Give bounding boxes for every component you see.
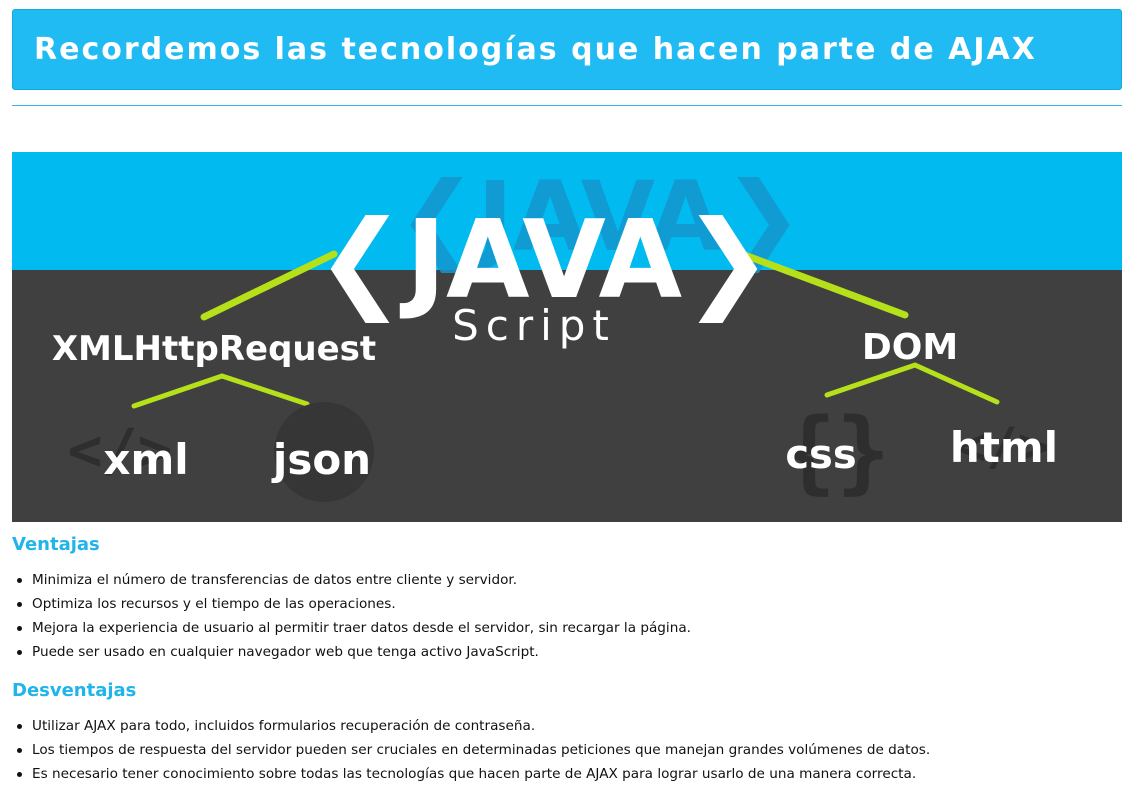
- javascript-logo-sub: Script: [452, 301, 616, 350]
- connector-lines: [200, 247, 909, 321]
- connector-xhr-children: [131, 373, 310, 409]
- node-css: css: [785, 432, 856, 478]
- title-divider: [12, 105, 1122, 106]
- node-xmlhttprequest: XMLHttpRequest: [52, 329, 376, 369]
- connector-leaf-lines: [131, 362, 1000, 409]
- json-glyph: [274, 402, 374, 502]
- xml-tag-glyph: </>: [68, 416, 173, 484]
- connector-java-dom: [730, 247, 909, 319]
- list-item: Optimiza los recursos y el tiempo de las…: [17, 595, 1122, 619]
- node-dom: DOM: [862, 327, 958, 368]
- hero-top-band: [12, 152, 1122, 270]
- list-item: Mejora la experiencia de usuario al perm…: [17, 619, 1122, 643]
- node-xml: xml: [103, 435, 188, 484]
- javascript-logo: ❮JAVA❯: [315, 198, 772, 323]
- connector-java-xhr: [200, 250, 338, 321]
- ajax-technologies-image: ❮JAVA❯ ❮JAVA❯ Script </> {} </> XMLHttpR…: [12, 152, 1122, 522]
- advantages-list: Minimiza el número de transferencias de …: [17, 571, 1122, 667]
- connector-dom-children: [824, 362, 1000, 405]
- list-item: Puede ser usado en cualquier navegador w…: [17, 643, 1122, 667]
- css-brace-glyph: {}: [782, 399, 890, 504]
- node-html: html: [950, 423, 1058, 472]
- disadvantages-heading: Desventajas: [12, 680, 137, 701]
- disadvantages-list: Utilizar AJAX para todo, incluidos formu…: [17, 717, 1122, 789]
- list-item: Los tiempos de respuesta del servidor pu…: [17, 741, 1122, 765]
- list-item: Minimiza el número de transferencias de …: [17, 571, 1122, 595]
- hero-bottom-band: [12, 270, 1122, 522]
- html-tag-glyph: </>: [955, 417, 1049, 477]
- list-item: Es necesario tener conocimiento sobre to…: [17, 765, 1122, 789]
- title-banner: Recordemos las tecnologías que hacen par…: [12, 9, 1122, 90]
- list-item: Utilizar AJAX para todo, incluidos formu…: [17, 717, 1122, 741]
- advantages-heading: Ventajas: [12, 534, 100, 555]
- page-title: Recordemos las tecnologías que hacen par…: [34, 32, 1037, 67]
- node-json: json: [271, 435, 371, 484]
